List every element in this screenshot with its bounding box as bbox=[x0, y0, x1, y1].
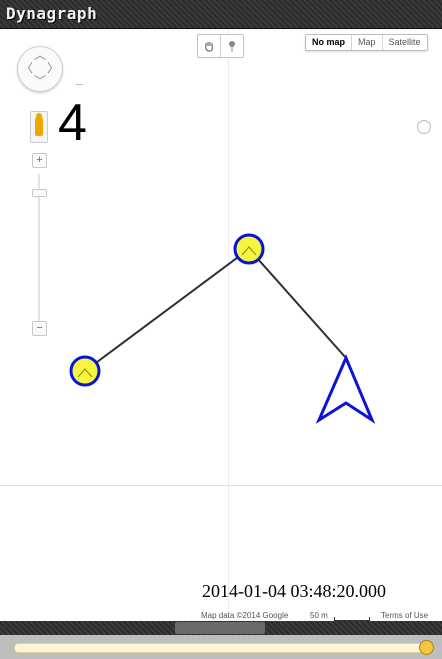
divider bbox=[76, 84, 83, 85]
graph-edge bbox=[84, 248, 250, 372]
pin-icon[interactable] bbox=[220, 35, 243, 57]
title-bar: Dynagraph bbox=[0, 0, 442, 29]
map-gridline bbox=[228, 29, 229, 621]
pan-down-icon[interactable]: ﹀ bbox=[34, 74, 47, 88]
map-data-credit: Map data ©2014 Google bbox=[201, 611, 289, 620]
bottom-bar bbox=[0, 621, 442, 659]
pegman-icon[interactable] bbox=[30, 111, 48, 143]
map-type-satellite[interactable]: Satellite bbox=[381, 35, 427, 50]
graph-node bbox=[69, 355, 101, 387]
time-scrubber bbox=[0, 635, 442, 659]
graph-node bbox=[233, 233, 265, 265]
timestamp: 2014-01-04 03:48:20.000 bbox=[202, 581, 386, 601]
hand-icon[interactable] bbox=[198, 35, 220, 57]
overlay-number: 4 bbox=[58, 94, 87, 152]
map-footer: Map data ©2014 Google 50 m Terms of Use bbox=[0, 611, 442, 621]
radio-toggle[interactable] bbox=[417, 120, 431, 134]
map-tools bbox=[197, 34, 244, 58]
graph-edge bbox=[248, 248, 347, 359]
dynagraph-plot bbox=[69, 233, 376, 424]
pan-control[interactable]: ︿ 〈 〉 ﹀ bbox=[17, 46, 63, 92]
scale-bar bbox=[334, 617, 370, 621]
node-marker-icon bbox=[241, 246, 257, 256]
pan-up-icon[interactable]: ︿ bbox=[34, 48, 47, 62]
zoom-slider-handle[interactable] bbox=[32, 189, 47, 197]
map-gridline bbox=[0, 485, 442, 486]
node-marker-icon bbox=[77, 368, 93, 378]
time-slider-track[interactable] bbox=[14, 643, 432, 653]
pan-right-icon[interactable]: 〉 bbox=[47, 61, 60, 75]
time-slider-knob[interactable] bbox=[419, 640, 434, 655]
zoom-track[interactable] bbox=[38, 174, 40, 324]
map-canvas[interactable]: ︿ 〈 〉 ﹀ 4 + − No map Map Satellite 2014-… bbox=[0, 29, 442, 621]
terms-link[interactable]: Terms of Use bbox=[381, 611, 429, 620]
map-type-no-map[interactable]: No map bbox=[312, 37, 346, 47]
scrollbar[interactable] bbox=[0, 621, 442, 635]
zoom-out-button[interactable]: − bbox=[32, 321, 47, 336]
zoom-in-button[interactable]: + bbox=[32, 153, 47, 168]
pan-left-icon[interactable]: 〈 bbox=[21, 61, 34, 75]
scale-label: 50 m bbox=[310, 611, 328, 620]
scrollbar-thumb[interactable] bbox=[175, 622, 265, 634]
app-title: Dynagraph bbox=[6, 4, 98, 23]
map-type-switcher: No map Map Satellite bbox=[305, 34, 428, 51]
direction-arrow-icon bbox=[315, 354, 376, 424]
map-type-map[interactable]: Map bbox=[351, 35, 382, 50]
